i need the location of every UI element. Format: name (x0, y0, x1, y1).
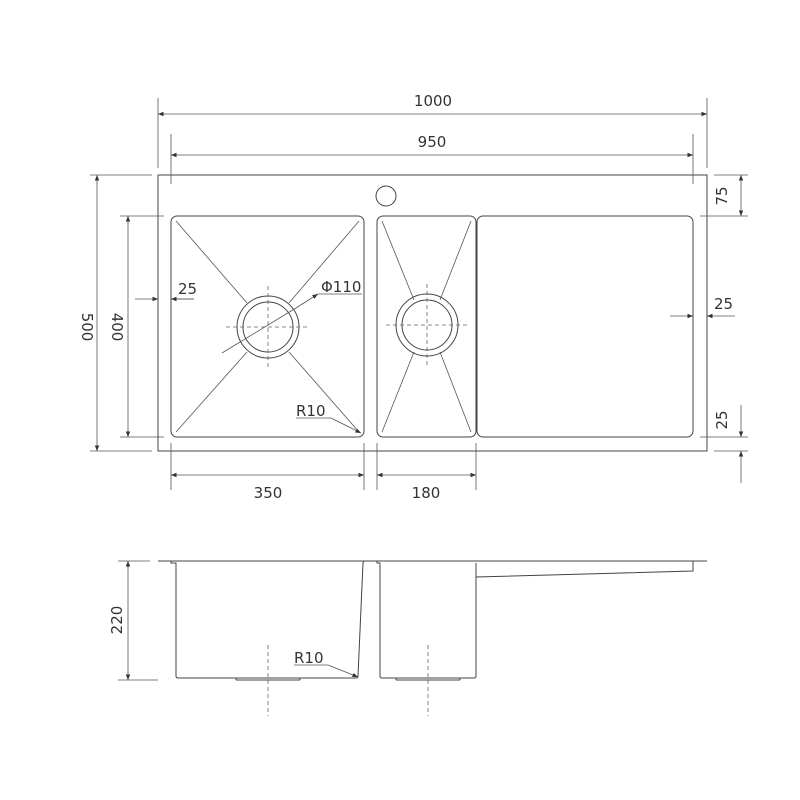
main-bowl-drain-lines (175, 220, 360, 433)
small-bowl-waste (386, 284, 468, 366)
main-bowl-waste (226, 286, 310, 368)
dim-small-bowl-width: 180 (412, 484, 441, 502)
dim-right-margin: 25 (714, 295, 733, 313)
section-view (158, 560, 707, 716)
small-bowl (376, 215, 477, 438)
main-bowl-section (170, 560, 365, 679)
dim-inner-width: 950 (418, 133, 447, 151)
dim-corner-radius-section: R10 (294, 649, 324, 667)
small-bowl-drain-lines (381, 220, 472, 433)
dim-bottom-margin: 25 (713, 410, 731, 429)
main-bowl (170, 215, 365, 438)
drainer-area (476, 215, 694, 438)
plan-view (157, 174, 708, 452)
dim-main-bowl-width: 350 (254, 484, 283, 502)
dim-top-margin: 75 (713, 186, 731, 205)
dim-bowl-depth: 400 (108, 313, 126, 342)
dim-waste-diameter: Φ110 (321, 278, 361, 296)
dim-overall-depth: 500 (78, 313, 96, 342)
dim-corner-radius-plan: R10 (296, 402, 326, 420)
dim-left-margin: 25 (178, 280, 197, 298)
sink-outline (157, 174, 708, 452)
plan-dimensions: 1000 950 500 400 25 25 75 (78, 92, 748, 502)
section-dimensions: 220 R10 (108, 560, 359, 681)
dim-height: 220 (108, 606, 126, 635)
dim-overall-width: 1000 (414, 92, 452, 110)
tap-hole (375, 185, 397, 207)
small-bowl-section (376, 561, 477, 679)
